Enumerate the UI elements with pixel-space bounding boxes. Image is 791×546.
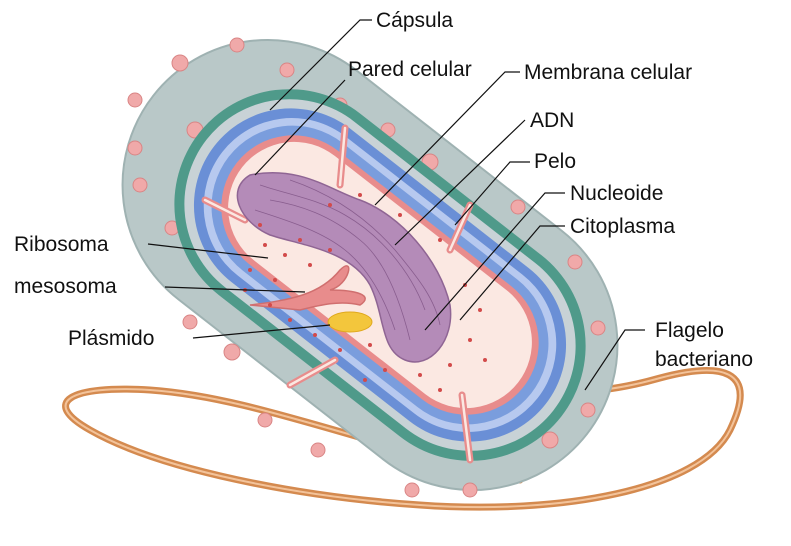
- label-flagelo: Flagelo: [655, 319, 724, 342]
- label-pelo: Pelo: [534, 150, 576, 173]
- label-mesosoma: mesosoma: [14, 275, 117, 298]
- label-ribosoma: Ribosoma: [14, 233, 109, 256]
- label-membrana-celular: Membrana celular: [524, 61, 692, 84]
- label-nucleoide: Nucleoide: [570, 182, 663, 205]
- label-bacteriano: bacteriano: [655, 348, 753, 371]
- label-citoplasma: Citoplasma: [570, 215, 675, 238]
- plasmid: [328, 312, 372, 332]
- label-adn: ADN: [530, 109, 574, 132]
- label-pared-celular: Pared celular: [348, 58, 472, 81]
- label-plasmido: Plásmido: [68, 327, 154, 350]
- label-capsula: Cápsula: [376, 9, 453, 32]
